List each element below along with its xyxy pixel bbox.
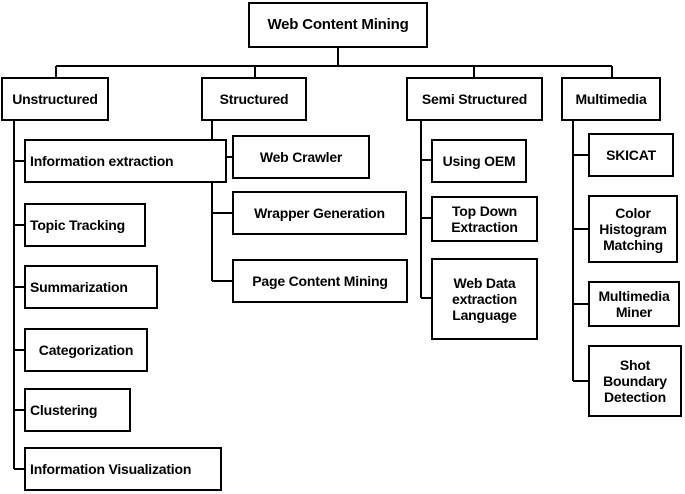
leaf-information-extraction: Information extraction [24,139,227,183]
category-structured: Structured [201,77,307,121]
leaf-information-visualization: Information Visualization [24,447,222,491]
leaf-wrapper-generation: Wrapper Generation [232,191,407,235]
leaf-topic-tracking: Topic Tracking [24,203,146,247]
leaf-categorization: Categorization [24,328,148,372]
leaf-clustering: Clustering [24,388,131,432]
leaf-top-down-extraction: Top Down Extraction [431,196,538,242]
leaf-using-oem: Using OEM [431,139,527,183]
category-semi-structured: Semi Structured [406,77,543,121]
leaf-page-content-mining: Page Content Mining [232,259,408,303]
leaf-web-data-extraction-language: Web Data extraction Language [431,258,538,340]
leaf-skicat: SKICAT [588,133,674,177]
leaf-shot-boundary-detection: Shot Boundary Detection [588,345,682,417]
leaf-color-histogram-matching: Color Histogram Matching [588,195,678,263]
leaf-multimedia-miner: Multimedia Miner [588,281,680,327]
leaf-web-crawler: Web Crawler [232,135,370,179]
leaf-summarization: Summarization [24,265,158,309]
category-multimedia: Multimedia [561,77,661,121]
category-unstructured: Unstructured [1,77,109,121]
root-node: Web Content Mining [248,2,428,48]
